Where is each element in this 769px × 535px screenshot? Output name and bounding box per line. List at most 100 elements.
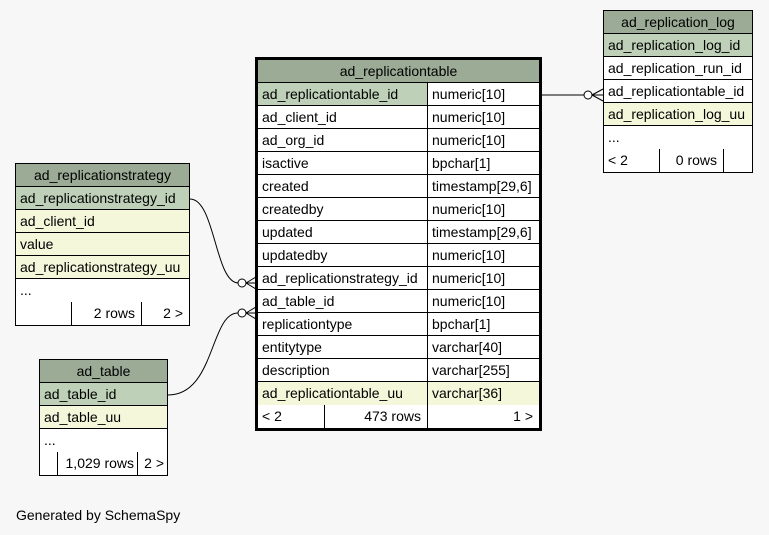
column-name: replicationtype [258,313,427,335]
column-name: isactive [258,152,427,174]
relation-strategy-to-main [189,198,239,284]
table-ad-replicationtable[interactable]: ad_replicationtable ad_replicationtable_… [255,57,542,431]
table-row[interactable]: ad_table_uu [40,406,167,429]
table-title: ad_replication_log [621,14,735,30]
column-name: ad_replicationstrategy_id [258,267,427,289]
table-row[interactable]: ad_table_id [40,383,167,406]
footer-prev[interactable]: < 2 [608,152,628,168]
table-row[interactable]: ad_client_id [16,210,189,233]
table-row[interactable]: ... [604,126,752,149]
table-ad-replication-log[interactable]: ad_replication_log ad_replication_log_id… [603,10,753,173]
table-ad-table[interactable]: ad_table ad_table_id ad_table_uu... 1,029… [39,359,168,476]
column-name: ad_table_uu [44,409,122,425]
column-type: bpchar[1] [427,152,539,174]
table-header[interactable]: ad_replicationtable [258,60,539,83]
column-type: numeric[10] [427,198,539,220]
column-name: ad_table_id [44,386,117,402]
column-name: entitytype [258,336,427,358]
column-name: ad_replicationstrategy_uu [20,259,181,275]
table-row[interactable]: value [16,233,189,256]
footer-prev[interactable] [16,302,71,325]
generated-by-label: Generated by SchemaSpy [16,507,181,523]
table-header[interactable]: ad_replicationstrategy [16,164,189,187]
column-name: ad_replicationstrategy_id [20,190,176,206]
table-row[interactable]: ... [40,429,167,452]
column-type: numeric[10] [427,83,539,105]
column-name: ad_replication_run_id [608,60,742,76]
table-row[interactable]: ad_replicationstrategy_id [16,187,189,210]
footer-prev[interactable]: < 2 [262,408,282,424]
footer-rows: 473 rows [324,405,427,428]
table-header[interactable]: ad_replication_log [604,11,752,34]
table-row[interactable]: ad_replication_log_uu [604,103,752,126]
footer-rows: 2 rows [71,302,141,325]
table-row[interactable]: ad_replicationstrategy_uu [16,256,189,279]
column-name: ad_table_id [258,290,427,312]
column-name: updated [258,221,427,243]
column-name: ad_replicationtable_id [608,83,745,99]
table-row[interactable]: ... [16,279,189,302]
column-name: value [20,236,54,252]
footer-next[interactable]: 1 > [427,405,539,428]
table-row[interactable]: ad_replicationtable_id [604,80,752,103]
table-ad-replicationstrategy[interactable]: ad_replicationstrategy ad_replicationstr… [15,163,190,326]
column-type: numeric[10] [427,267,539,289]
table-title: ad_replicationtable [339,63,458,79]
footer-prev[interactable] [40,452,57,475]
column-name: ... [20,282,32,298]
column-name: ad_replicationtable_uu [258,382,427,405]
table-footer: < 2 0 rows [604,149,752,172]
column-type: bpchar[1] [427,313,539,335]
column-type: varchar[255] [427,359,539,381]
table-footer: < 2 473 rows 1 > [258,405,539,428]
table-header[interactable]: ad_table [40,360,167,383]
column-type: numeric[10] [427,290,539,312]
footer-rows: 1,029 rows [57,452,137,475]
column-type: timestamp[29,6] [427,175,539,197]
relation-log-optional-marker [583,90,593,100]
column-name: ad_replication_log_id [608,37,741,53]
column-type: varchar[36] [427,382,539,405]
footer-next[interactable]: 2 > [141,302,189,325]
footer-next[interactable]: 2 > [137,452,167,475]
column-type: varchar[40] [427,336,539,358]
table-title: ad_table [76,363,131,379]
column-name: ... [44,432,56,448]
relation-adtable-optional-marker [237,308,247,318]
column-name: ad_client_id [258,106,427,128]
column-type: numeric[10] [427,106,539,128]
relation-adtable-crowsfoot [245,306,257,320]
column-name: ... [608,129,620,145]
relation-strategy-optional-marker [237,278,247,288]
table-row[interactable]: ad_replication_log_id [604,34,752,57]
footer-rows: 0 rows [659,149,723,172]
table-row[interactable]: ad_replication_run_id [604,57,752,80]
column-name: createdby [258,198,427,220]
column-type: numeric[10] [427,129,539,151]
table-title: ad_replicationstrategy [34,167,171,183]
relation-strategy-crowsfoot [245,276,257,290]
table-footer: 2 rows 2 > [16,302,189,325]
column-name: created [258,175,427,197]
column-type: numeric[10] [427,244,539,266]
footer-next[interactable] [723,149,752,172]
table-footer: 1,029 rows 2 > [40,452,167,475]
relation-adtable-to-main [167,312,239,396]
column-name: ad_client_id [20,213,95,229]
column-name: updatedby [258,244,427,266]
